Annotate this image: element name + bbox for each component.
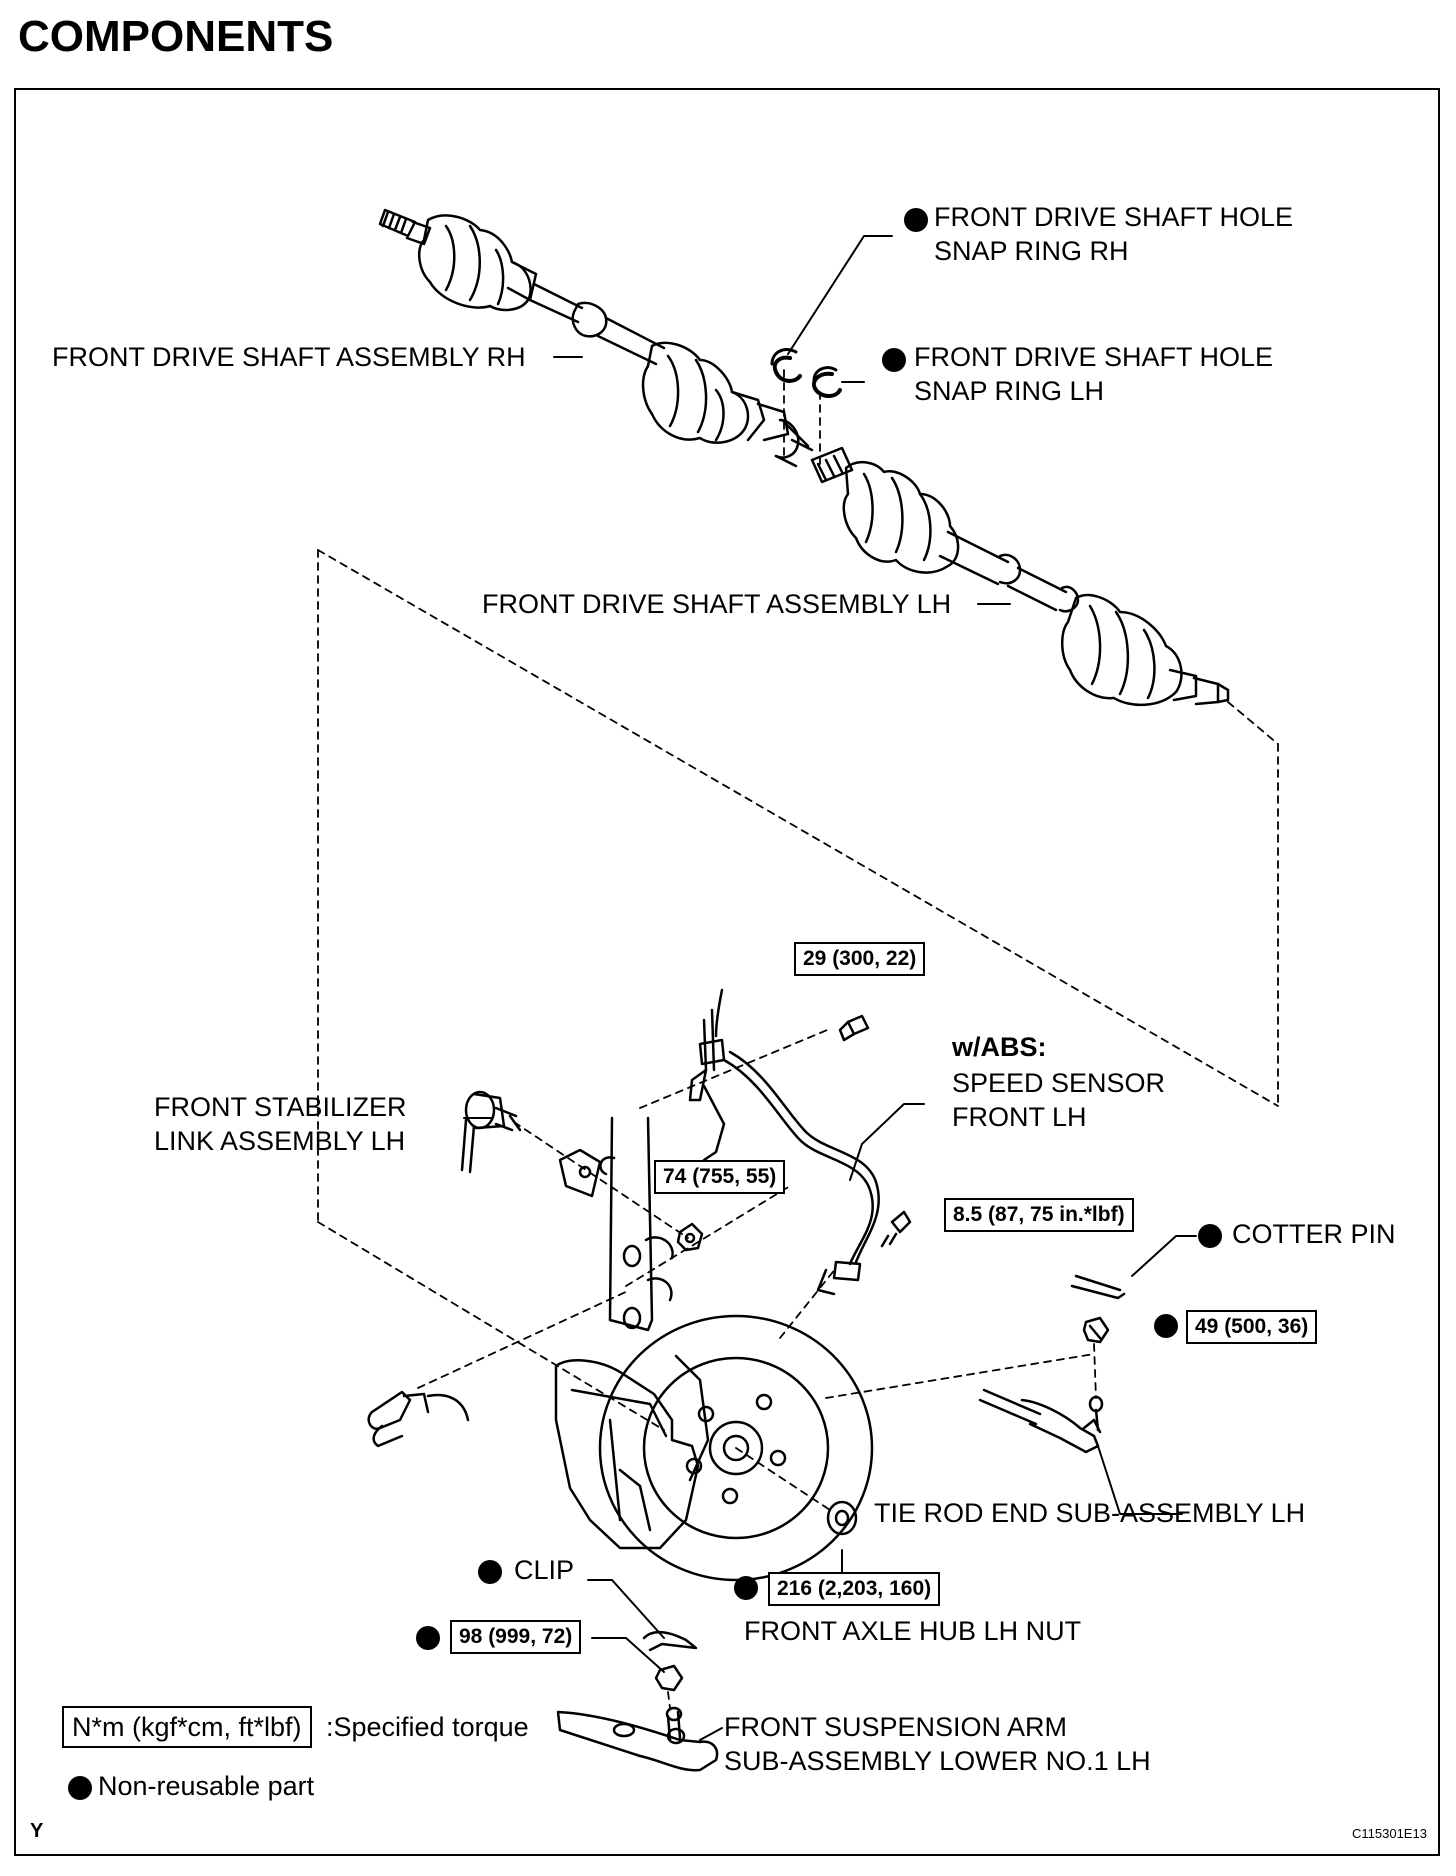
label-front-drive-shaft-rh: FRONT DRIVE SHAFT ASSEMBLY RH	[52, 342, 526, 372]
nonreusable-marker-nut-49	[1154, 1314, 1178, 1338]
legend-torque-desc: :Specified torque	[326, 1712, 529, 1742]
snap-ring-lh-part	[812, 366, 842, 398]
label-arm-line1: FRONT SUSPENSION ARM	[724, 1712, 1068, 1742]
nut-98-part	[654, 1664, 684, 1692]
dashed-guide-lines	[317, 369, 1279, 1709]
label-speed-sensor-line1: SPEED SENSOR	[952, 1068, 1166, 1098]
torque-box-29: 29 (300, 22)	[794, 942, 926, 976]
label-tie-rod-end: TIE ROD END SUB-ASSEMBLY LH	[874, 1498, 1306, 1528]
stabilizer-link-part	[367, 1090, 522, 1448]
label-snap-ring-lh: FRONT DRIVE SHAFT HOLE SNAP RING LH	[914, 340, 1273, 408]
lower-arm-part	[556, 1706, 719, 1772]
label-stabilizer-line2: LINK ASSEMBLY LH	[154, 1126, 406, 1156]
label-arm-line2: SUB-ASSEMBLY LOWER NO.1 LH	[724, 1746, 1151, 1776]
label-front-stabilizer-link: FRONT STABILIZER LINK ASSEMBLY LH	[154, 1090, 407, 1158]
legend-nonreusable-marker	[68, 1776, 92, 1800]
figure-code: C115301E13	[1352, 1826, 1427, 1841]
torque-box-216: 216 (2,203, 160)	[768, 1572, 941, 1606]
label-snap-ring-rh: FRONT DRIVE SHAFT HOLE SNAP RING RH	[934, 200, 1293, 268]
torque-box-49: 49 (500, 36)	[1186, 1310, 1318, 1344]
label-abs-heading: w/ABS:	[952, 1032, 1047, 1062]
label-cotter-pin: COTTER PIN	[1232, 1219, 1396, 1249]
cotter-pin-part	[1070, 1274, 1126, 1300]
bolt-29-part	[838, 1014, 870, 1042]
drive-shaft-rh-part	[378, 208, 814, 468]
drive-shaft-lh-part	[810, 446, 1230, 707]
nut-74-part	[676, 1222, 704, 1252]
torque-box-74: 74 (755, 55)	[654, 1160, 786, 1194]
legend-torque-unit: N*m (kgf*cm, ft*lbf)	[62, 1706, 312, 1748]
torque-box-8-5: 8.5 (87, 75 in.*lbf)	[944, 1198, 1134, 1232]
page-title: COMPONENTS	[18, 12, 334, 61]
snap-ring-rh-part	[770, 348, 802, 383]
label-clip: CLIP	[514, 1555, 575, 1585]
label-front-suspension-arm: FRONT SUSPENSION ARM SUB-ASSEMBLY LOWER …	[724, 1710, 1151, 1778]
label-snap-ring-lh-line2: SNAP RING LH	[914, 376, 1105, 406]
nonreusable-marker-snap-rh	[904, 208, 928, 232]
bolt-8-5-part	[880, 1210, 912, 1248]
label-front-axle-hub-nut: FRONT AXLE HUB LH NUT	[744, 1616, 1082, 1646]
label-stabilizer-line1: FRONT STABILIZER	[154, 1092, 407, 1122]
diagram-frame	[14, 88, 1440, 1856]
speed-sensor-part	[688, 988, 880, 1296]
tie-rod-end-part	[978, 1388, 1104, 1454]
torque-box-98: 98 (999, 72)	[450, 1620, 582, 1654]
nut-49-part	[1082, 1316, 1110, 1344]
nonreusable-marker-hub-nut	[734, 1576, 758, 1600]
hub-nut-part	[826, 1500, 858, 1536]
legend-nonreusable-text: Non-reusable part	[98, 1771, 315, 1801]
label-snap-ring-rh-line2: SNAP RING RH	[934, 236, 1129, 266]
label-snap-ring-lh-line1: FRONT DRIVE SHAFT HOLE	[914, 342, 1274, 372]
label-snap-ring-rh-line1: FRONT DRIVE SHAFT HOLE	[934, 202, 1294, 232]
nonreusable-marker-snap-lh	[882, 348, 906, 372]
clip-part	[642, 1630, 698, 1652]
label-speed-sensor-line2: FRONT LH	[952, 1102, 1087, 1132]
nonreusable-marker-clip	[478, 1560, 502, 1584]
nonreusable-marker-cotter-pin	[1198, 1224, 1222, 1248]
label-front-drive-shaft-lh: FRONT DRIVE SHAFT ASSEMBLY LH	[482, 589, 952, 619]
nonreusable-marker-nut-98	[416, 1626, 440, 1650]
label-speed-sensor: SPEED SENSOR FRONT LH	[952, 1066, 1165, 1134]
corner-code: Y	[30, 1820, 44, 1842]
